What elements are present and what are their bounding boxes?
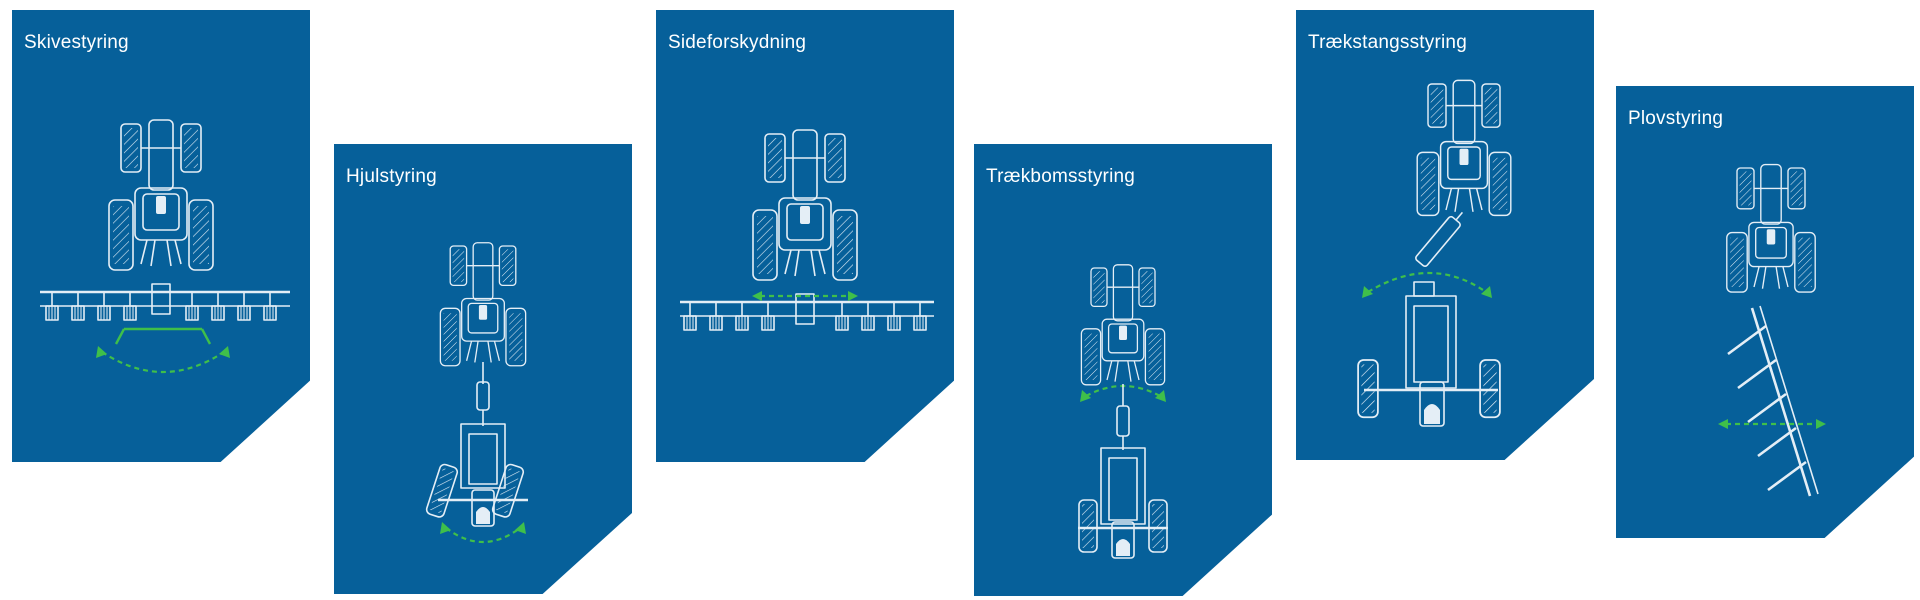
- card-title: Trækbomsstyring: [986, 166, 1136, 187]
- tractor-icon: [1718, 163, 1826, 497]
- tractor-icon: [1078, 264, 1168, 559]
- steering-arrow-icon: [1362, 271, 1492, 298]
- card-traekstangsstyring[interactable]: Trækstangsstyring: [1296, 10, 1594, 460]
- card-sideforskydning[interactable]: Sideforskydning: [656, 10, 954, 462]
- implement-icon: [40, 283, 290, 321]
- steering-arrow-icon: [752, 291, 858, 301]
- implement-icon: [424, 362, 528, 527]
- card-title: Trækstangsstyring: [1308, 32, 1467, 53]
- card-title: Hjulstyring: [346, 166, 437, 187]
- card-traekbomsstyring[interactable]: Trækbomsstyring: [974, 144, 1272, 596]
- tractor-icon: [680, 129, 934, 331]
- implement-icon: [680, 293, 934, 331]
- card-skivestyring[interactable]: Skivestyring: [12, 10, 310, 462]
- card-hjulstyring[interactable]: Hjulstyring: [334, 144, 632, 594]
- card-title: Sideforskydning: [668, 32, 807, 53]
- steering-arrow-icon: [1718, 419, 1826, 429]
- tractor-icon: [40, 119, 290, 374]
- implement-icon: [1357, 211, 1501, 427]
- card-plovstyring[interactable]: Plovstyring: [1616, 86, 1914, 538]
- card-title: Plovstyring: [1628, 108, 1724, 129]
- tractor-icon: [1357, 79, 1512, 427]
- steering-arrow-icon: [440, 522, 526, 544]
- steering-arrow-icon: [96, 327, 230, 374]
- card-title: Skivestyring: [24, 32, 129, 53]
- implement-icon: [1727, 305, 1819, 497]
- implement-icon: [1078, 384, 1168, 559]
- tractor-icon: [424, 242, 528, 544]
